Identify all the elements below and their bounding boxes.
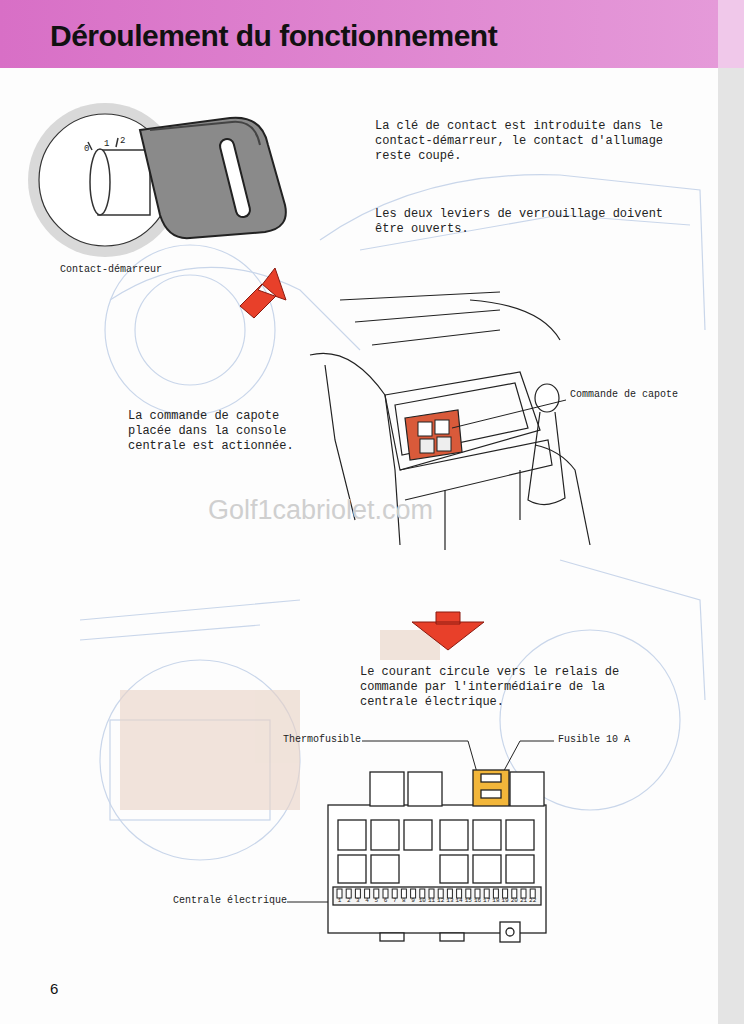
pin-number: 2 bbox=[347, 897, 351, 904]
terminal-pin bbox=[447, 889, 452, 898]
pin-number: 6 bbox=[384, 897, 388, 904]
pin-number: 3 bbox=[356, 897, 360, 904]
terminal-pin bbox=[438, 889, 443, 898]
pin-number: 20 bbox=[511, 897, 518, 904]
pin-number: 22 bbox=[529, 897, 536, 904]
pin-number: 15 bbox=[465, 897, 472, 904]
terminal-pin bbox=[346, 889, 351, 898]
red-arrow bbox=[240, 268, 286, 318]
red-arrow bbox=[412, 612, 484, 650]
pin-number: 19 bbox=[501, 897, 508, 904]
pin-number: 21 bbox=[520, 897, 527, 904]
part-label: Commande de capote bbox=[570, 389, 678, 402]
fuse-box bbox=[328, 770, 546, 942]
step-text: La clé de contact est introduite dans le… bbox=[375, 119, 665, 164]
terminal-pin bbox=[383, 889, 388, 898]
pin-number: 14 bbox=[455, 897, 462, 904]
step-text: Le courant circule vers le relais de com… bbox=[360, 665, 650, 710]
terminal-pin bbox=[392, 889, 397, 898]
ignition-switch bbox=[28, 103, 286, 257]
dial-number: 2 bbox=[120, 136, 125, 147]
terminal-pin bbox=[457, 889, 462, 898]
pin-number: 11 bbox=[428, 897, 435, 904]
pin-number: 17 bbox=[483, 897, 490, 904]
dial-number: 1 bbox=[104, 139, 109, 150]
page-title: Déroulement du fonctionnement bbox=[50, 17, 690, 55]
background-shading bbox=[120, 630, 440, 810]
pin-number: 9 bbox=[411, 897, 415, 904]
terminal-pin bbox=[484, 889, 489, 898]
background-car bbox=[80, 175, 705, 860]
part-label: Thermofusible bbox=[283, 734, 361, 747]
terminal-pin bbox=[530, 889, 535, 898]
terminal-pin bbox=[466, 889, 471, 898]
step-text: Les deux leviers de verrouillage doivent… bbox=[375, 207, 665, 237]
page-number: 6 bbox=[50, 980, 58, 999]
part-label: Centrale électrique bbox=[173, 895, 287, 908]
terminal-pin bbox=[429, 889, 434, 898]
hood-switch bbox=[405, 410, 462, 460]
terminal-pin bbox=[374, 889, 379, 898]
pin-number: 18 bbox=[492, 897, 499, 904]
pin-number: 1 bbox=[338, 897, 342, 904]
terminal-pin bbox=[512, 889, 517, 898]
terminal-pin bbox=[411, 889, 416, 898]
part-label: Fusible 10 A bbox=[558, 734, 630, 747]
page-edge bbox=[718, 0, 744, 1024]
terminal-pins bbox=[337, 889, 535, 898]
step-text: La commande de capote placée dans la con… bbox=[128, 409, 318, 454]
watermark: Golf1cabriolet.com bbox=[208, 494, 433, 528]
terminal-pin bbox=[337, 889, 342, 898]
terminal-pin bbox=[475, 889, 480, 898]
band-edge bbox=[718, 0, 744, 68]
terminal-pin bbox=[503, 889, 508, 898]
title-band bbox=[0, 0, 718, 68]
terminal-pin bbox=[493, 889, 498, 898]
terminal-pin bbox=[420, 889, 425, 898]
pin-number: 4 bbox=[365, 897, 369, 904]
terminal-pin bbox=[365, 889, 370, 898]
terminal-pin bbox=[355, 889, 360, 898]
pin-number: 16 bbox=[474, 897, 481, 904]
pin-number: 10 bbox=[419, 897, 426, 904]
pin-number: 8 bbox=[402, 897, 406, 904]
part-label: Contact-démarreur bbox=[60, 264, 162, 277]
pin-number: 5 bbox=[374, 897, 378, 904]
pin-number: 13 bbox=[446, 897, 453, 904]
terminal-pin bbox=[401, 889, 406, 898]
pin-number: 12 bbox=[437, 897, 444, 904]
dial-number: 0 bbox=[84, 144, 89, 155]
pin-number: 7 bbox=[393, 897, 397, 904]
terminal-pin bbox=[521, 889, 526, 898]
